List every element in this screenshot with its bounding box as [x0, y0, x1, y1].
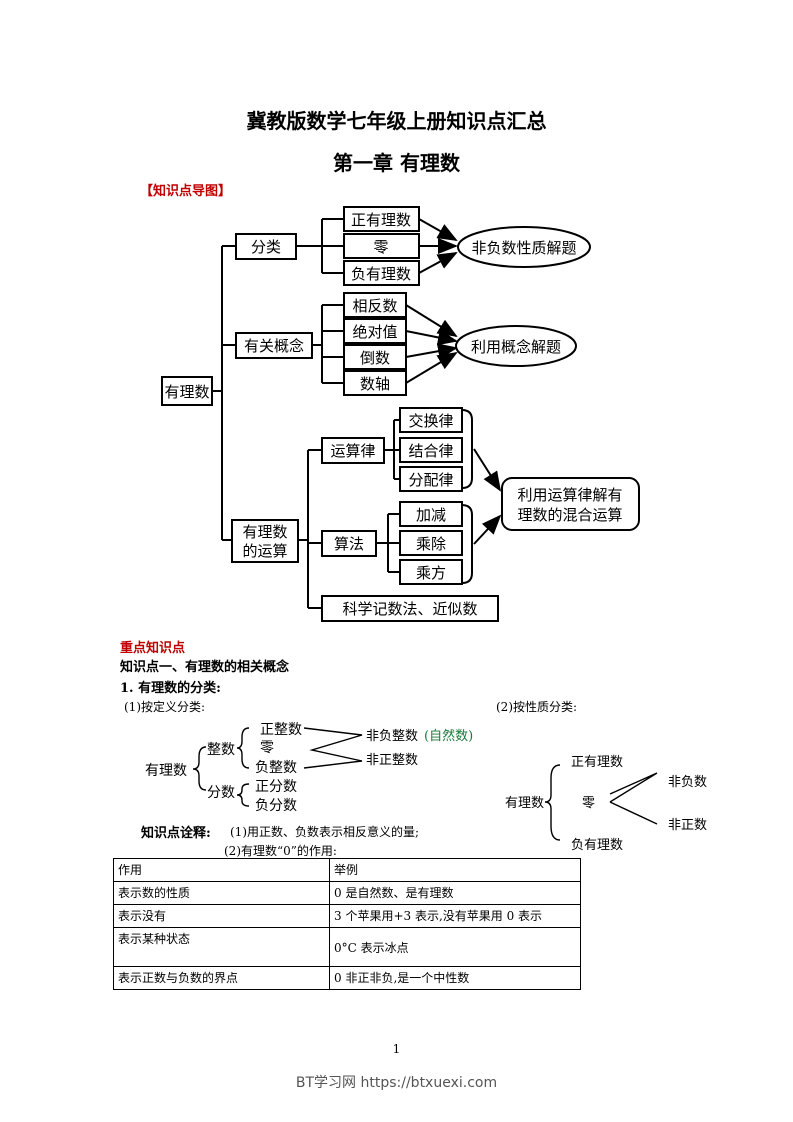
mindmap-label: 【知识点导图】	[140, 184, 232, 199]
mm-ops-target-1: 利用运算律解有	[517, 486, 622, 504]
prop-item: 零	[582, 796, 595, 811]
mm-law-item: 分配律	[408, 471, 453, 489]
page-number: 1	[392, 1042, 401, 1056]
def-frac-item: 正分数	[255, 779, 297, 795]
table-header-cell: 举例	[329, 858, 581, 882]
mm-classify-target: 非负数性质解题	[471, 239, 576, 257]
mm-branch-ops-1: 有理数	[242, 523, 287, 541]
table-row: 表示没有 3 个苹果用+3 表示,没有苹果用 0 表示	[113, 904, 581, 928]
note-line1: (1)用正数、负数表示相反意义的量;	[230, 825, 420, 839]
mm-ops-sci: 科学记数法、近似数	[342, 600, 477, 618]
mm-classify-item: 零	[373, 238, 388, 256]
table-cell: 表示某种状态	[113, 927, 330, 967]
by-property-label: (2)按性质分类:	[496, 700, 578, 714]
prop-root: 有理数	[505, 796, 544, 811]
mm-law-item: 结合律	[408, 442, 453, 460]
mm-ops-law: 运算律	[330, 442, 375, 460]
by-definition-label: (1)按定义分类:	[124, 700, 206, 714]
prop-nonneg: 非负数	[668, 775, 707, 790]
mm-concept-item: 数轴	[360, 375, 390, 393]
zero-usage-table: 作用 举例 表示数的性质 0 是自然数、是有理数 表示没有 3 个苹果用+3 表…	[113, 858, 581, 990]
prop-nonpos: 非正数	[668, 818, 707, 833]
mm-concept-item: 倒数	[360, 349, 390, 367]
note-line2: (2)有理数“0”的作用:	[224, 844, 337, 858]
table-cell: 0 非正非负,是一个中性数	[329, 966, 581, 990]
chapter-title: 第一章 有理数	[333, 151, 460, 175]
prop-item: 负有理数	[571, 838, 623, 853]
note-label: 知识点诠释:	[141, 826, 211, 841]
def-root: 有理数	[145, 763, 187, 779]
mm-classify-item: 负有理数	[351, 265, 411, 283]
mm-concept-target: 利用概念解题	[471, 338, 561, 356]
mm-concept-item: 相反数	[352, 297, 397, 315]
def-nonneg: 非负整数	[366, 729, 418, 744]
def-int-item: 正整数	[260, 722, 302, 738]
property-tree: 有理数 正有理数 零 负有理数 非负数 非正数	[505, 755, 707, 853]
mm-ops-target-2: 理数的混合运算	[517, 506, 622, 524]
prop-item: 正有理数	[571, 755, 623, 770]
mm-root-box	[161, 376, 213, 406]
table-header-row: 作用 举例	[113, 858, 581, 882]
key-points-heading: 重点知识点	[120, 641, 186, 656]
table-row: 表示数的性质 0 是自然数、是有理数	[113, 881, 581, 905]
mm-law-item: 交换律	[408, 412, 453, 430]
table-row: 表示某种状态 0°C 表示冰点	[113, 927, 581, 967]
mm-classify-item: 正有理数	[351, 211, 411, 229]
mm-algo-item: 乘方	[416, 564, 446, 582]
mm-branch-classify: 分类	[251, 238, 281, 256]
mm-branch-concepts: 有关概念	[244, 337, 304, 355]
mm-ops-algo: 算法	[334, 535, 364, 553]
table-cell: 表示数的性质	[113, 881, 330, 905]
def-int-item: 零	[260, 740, 274, 756]
mm-concept-item: 绝对值	[352, 323, 397, 341]
definition-tree: 有理数 整数 分数 正整数 零 负整数 正分数 负分数 非负整数 (自然数) 非…	[145, 722, 473, 814]
mm-root: 有理数	[164, 383, 209, 401]
def-nonpos: 非正整数	[366, 753, 418, 768]
table-cell: 表示正数与负数的界点	[113, 966, 330, 990]
def-fraction: 分数	[207, 785, 235, 801]
table-cell: 0°C 表示冰点	[329, 927, 581, 967]
knowledge-mindmap: 有理数 分类 有关概念 有理数 的运算 正有理数 零 负有理数 相反数 绝对值 …	[161, 206, 640, 622]
table-header-cell: 作用	[113, 858, 330, 882]
def-natural: (自然数)	[424, 728, 473, 744]
site-footer: BT学习网 https://btxuexi.com	[295, 1075, 498, 1091]
page-title: 冀教版数学七年级上册知识点汇总	[246, 109, 547, 133]
table-cell: 0 是自然数、是有理数	[329, 881, 581, 905]
table-cell: 表示没有	[113, 904, 330, 928]
def-integer: 整数	[207, 742, 235, 758]
table-row: 表示正数与负数的界点 0 非正非负,是一个中性数	[113, 966, 581, 990]
def-frac-item: 负分数	[255, 798, 297, 814]
mm-branch-ops-2: 的运算	[242, 542, 287, 560]
def-int-item: 负整数	[255, 760, 297, 776]
kp1-title: 知识点一、有理数的相关概念	[120, 660, 290, 675]
mm-algo-item: 加减	[416, 506, 446, 524]
sub1-title: 1. 有理数的分类:	[120, 681, 221, 696]
table-cell: 3 个苹果用+3 表示,没有苹果用 0 表示	[329, 904, 581, 928]
mm-algo-item: 乘除	[416, 535, 446, 553]
